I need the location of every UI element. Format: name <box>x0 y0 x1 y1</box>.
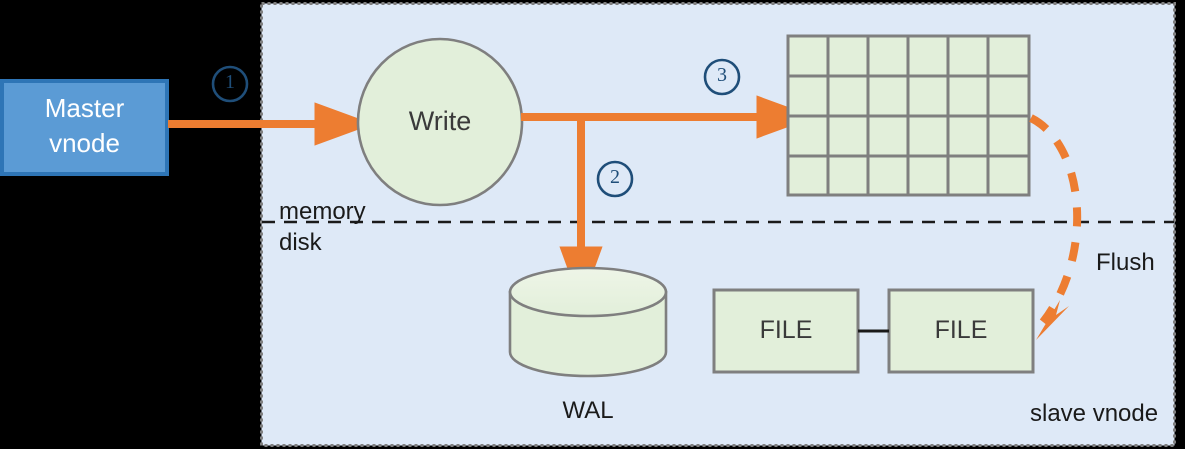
step-1-circle <box>211 65 249 103</box>
step-2-circle <box>596 160 634 198</box>
disk-label: disk <box>279 229 322 256</box>
master-vnode-label-line1: Master <box>44 93 125 123</box>
write-circle <box>356 37 524 207</box>
memory-label: memory <box>279 198 366 225</box>
slave-vnode-label: slave vnode <box>1030 400 1159 427</box>
flush-arrowhead <box>1036 300 1069 340</box>
step-2-number: 2 <box>610 166 620 188</box>
master-vnode-box <box>0 79 169 176</box>
file-box-left-label: FILE <box>759 316 813 344</box>
memtable-grid <box>786 34 1031 197</box>
write-label: Write <box>408 106 472 136</box>
step-1-number: 1 <box>225 71 235 93</box>
file-box-right <box>887 288 1035 374</box>
file-box-right-label: FILE <box>934 316 988 344</box>
flush-label: Flush <box>1096 249 1155 276</box>
wal-cylinder <box>508 266 668 378</box>
master-vnode-label-line2: vnode <box>49 128 120 158</box>
step-3-number: 3 <box>717 64 727 86</box>
step-3-circle <box>703 58 741 96</box>
wal-label: WAL <box>562 397 614 424</box>
